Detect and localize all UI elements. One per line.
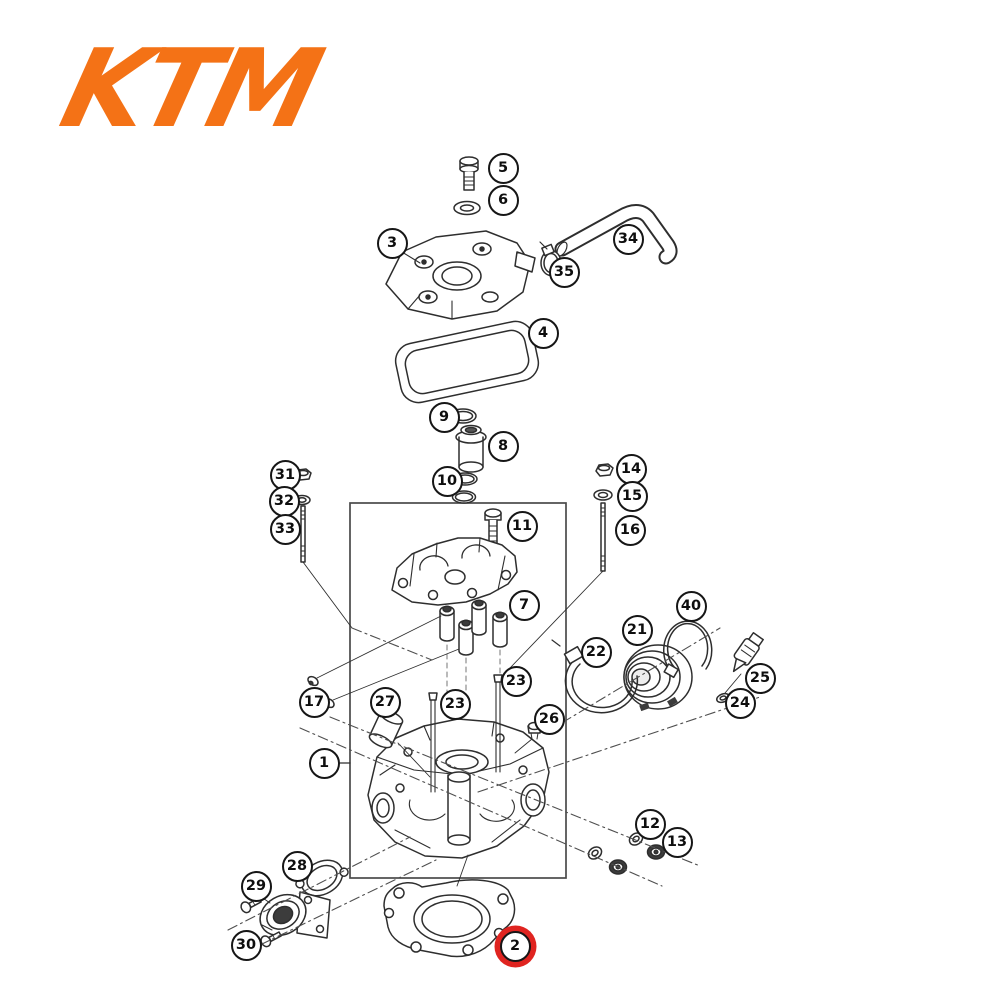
part-exhaust-flange [259, 891, 331, 939]
callout-21[interactable]: 21 [621, 614, 653, 646]
callout-22[interactable]: 22 [580, 636, 612, 668]
callout-32[interactable]: 32 [268, 485, 300, 517]
part-head-gasket [383, 854, 516, 958]
part-cylinder-head [367, 718, 550, 859]
part-studs [428, 674, 503, 793]
callout-23[interactable]: 23 [439, 688, 471, 720]
callout-26[interactable]: 26 [533, 703, 565, 735]
assembly-frame-box [349, 502, 567, 879]
part-vent-hose [554, 204, 678, 265]
callout-2[interactable]: 2 [499, 930, 531, 962]
callout-30[interactable]: 30 [230, 929, 262, 961]
callout-29[interactable]: 29 [240, 870, 272, 902]
part-seal-grommet [453, 200, 481, 216]
callout-35[interactable]: 35 [548, 256, 580, 288]
assembly-axis-lines [227, 627, 761, 946]
part-nut-right [595, 463, 614, 477]
callout-5[interactable]: 5 [487, 152, 519, 184]
part-camshaft-bridge [391, 537, 518, 606]
callout-15[interactable]: 15 [616, 480, 648, 512]
callout-25[interactable]: 25 [744, 662, 776, 694]
part-stud-left [300, 505, 353, 629]
callout-16[interactable]: 16 [614, 514, 646, 546]
callout-17[interactable]: 17 [298, 686, 330, 718]
callout-40[interactable]: 40 [675, 590, 707, 622]
part-spark-plug-sleeve [455, 424, 487, 473]
callout-10[interactable]: 10 [431, 465, 463, 497]
callout-27[interactable]: 27 [369, 686, 401, 718]
callout-23[interactable]: 23 [500, 665, 532, 697]
callout-13[interactable]: 13 [661, 826, 693, 858]
callout-34[interactable]: 34 [612, 223, 644, 255]
callout-4[interactable]: 4 [527, 317, 559, 349]
part-washer-right [593, 489, 613, 501]
part-valve-tappets [439, 599, 508, 711]
brand-logo-text: KTM [50, 26, 332, 152]
part-valve-cover [385, 230, 536, 320]
part-screw [459, 156, 479, 191]
callout-6[interactable]: 6 [487, 184, 519, 216]
part-clamp-front [551, 639, 639, 714]
part-cover-gasket [394, 320, 540, 404]
callout-33[interactable]: 33 [269, 513, 301, 545]
brand-logo: KTM [50, 26, 332, 152]
callout-8[interactable]: 8 [487, 430, 519, 462]
callout-3[interactable]: 3 [376, 227, 408, 259]
callout-14[interactable]: 14 [615, 453, 647, 485]
callout-28[interactable]: 28 [281, 850, 313, 882]
callout-9[interactable]: 9 [428, 401, 460, 433]
callout-7[interactable]: 7 [508, 589, 540, 621]
part-sensor [724, 631, 764, 694]
callout-1[interactable]: 1 [308, 747, 340, 779]
callout-24[interactable]: 24 [724, 687, 756, 719]
callout-12[interactable]: 12 [634, 808, 666, 840]
part-stud-right [509, 502, 606, 669]
callout-11[interactable]: 11 [506, 510, 538, 542]
